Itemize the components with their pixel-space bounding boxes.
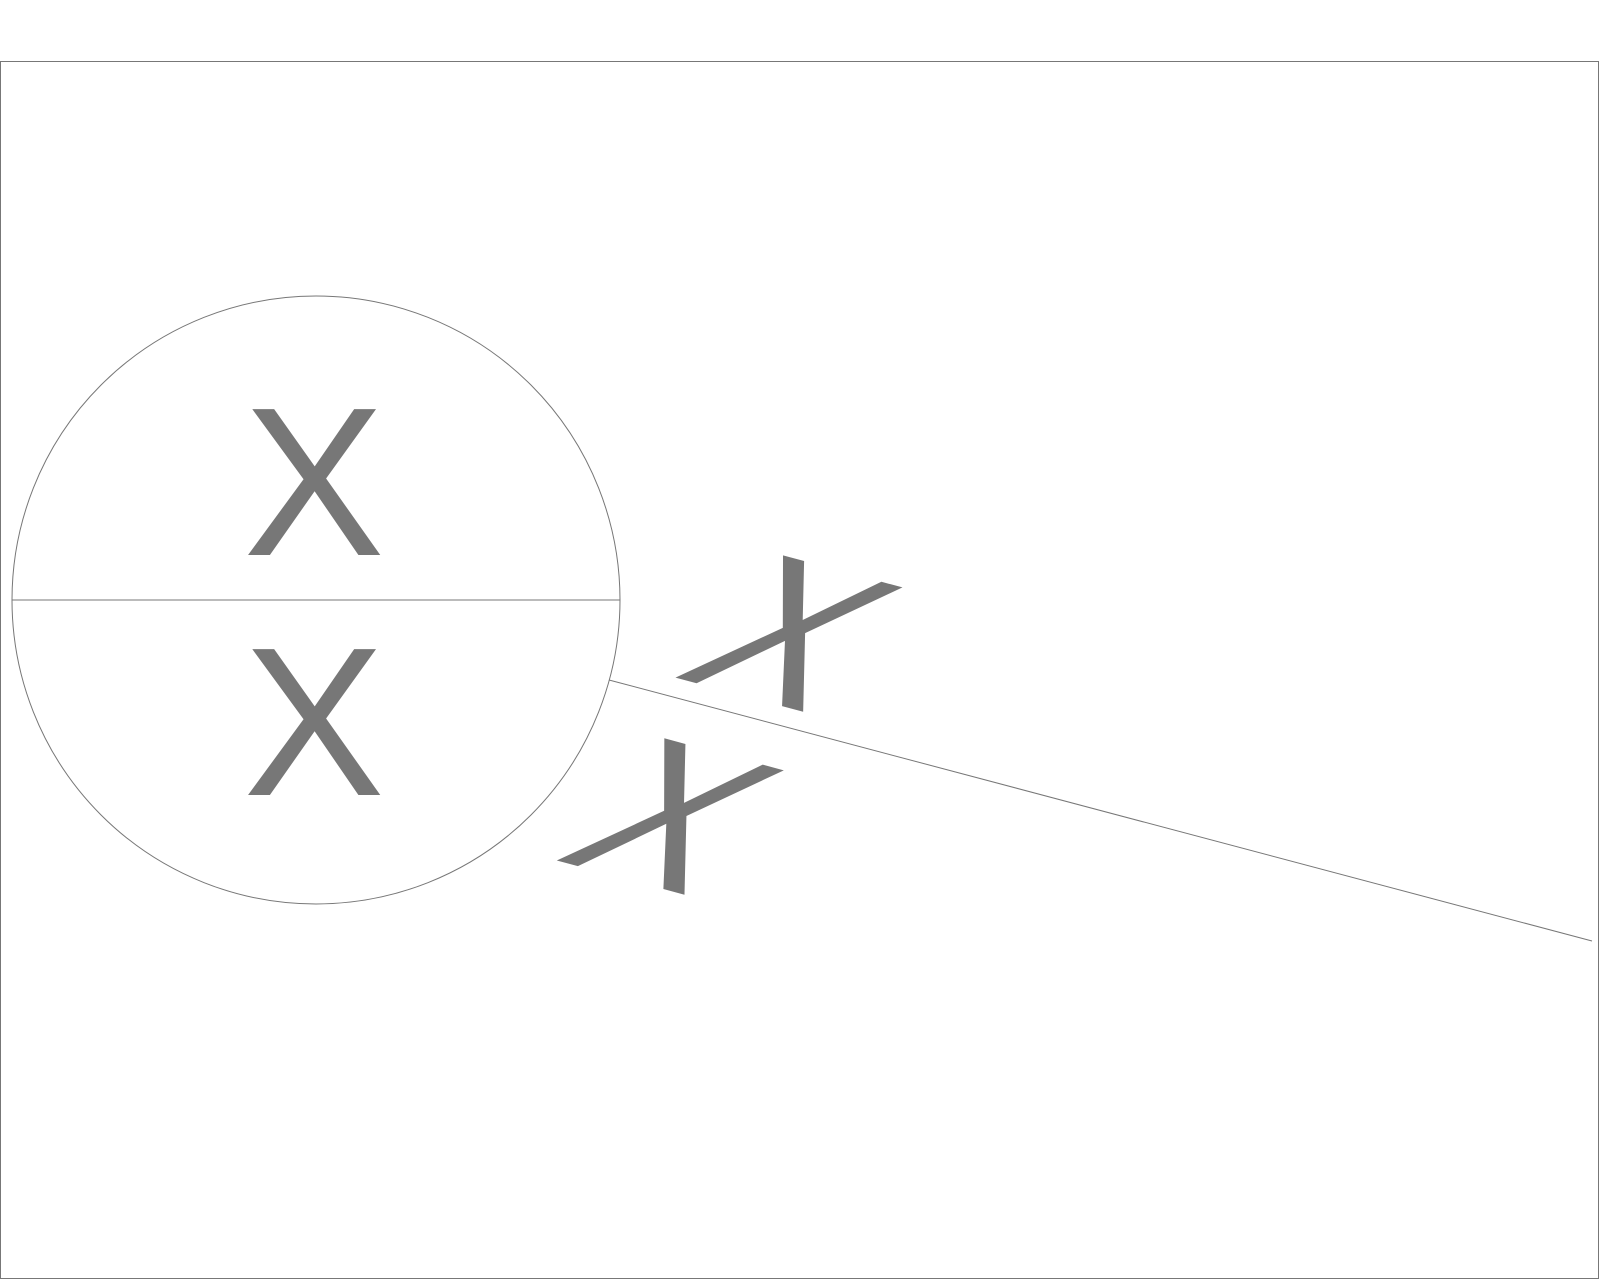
skewed-divider-line — [608, 679, 1593, 942]
circle-top-letter: X — [243, 363, 384, 600]
skewed-bottom-letter: X — [520, 698, 824, 934]
frame-border — [0, 61, 1599, 1279]
circle-bottom-letter: X — [243, 603, 384, 840]
